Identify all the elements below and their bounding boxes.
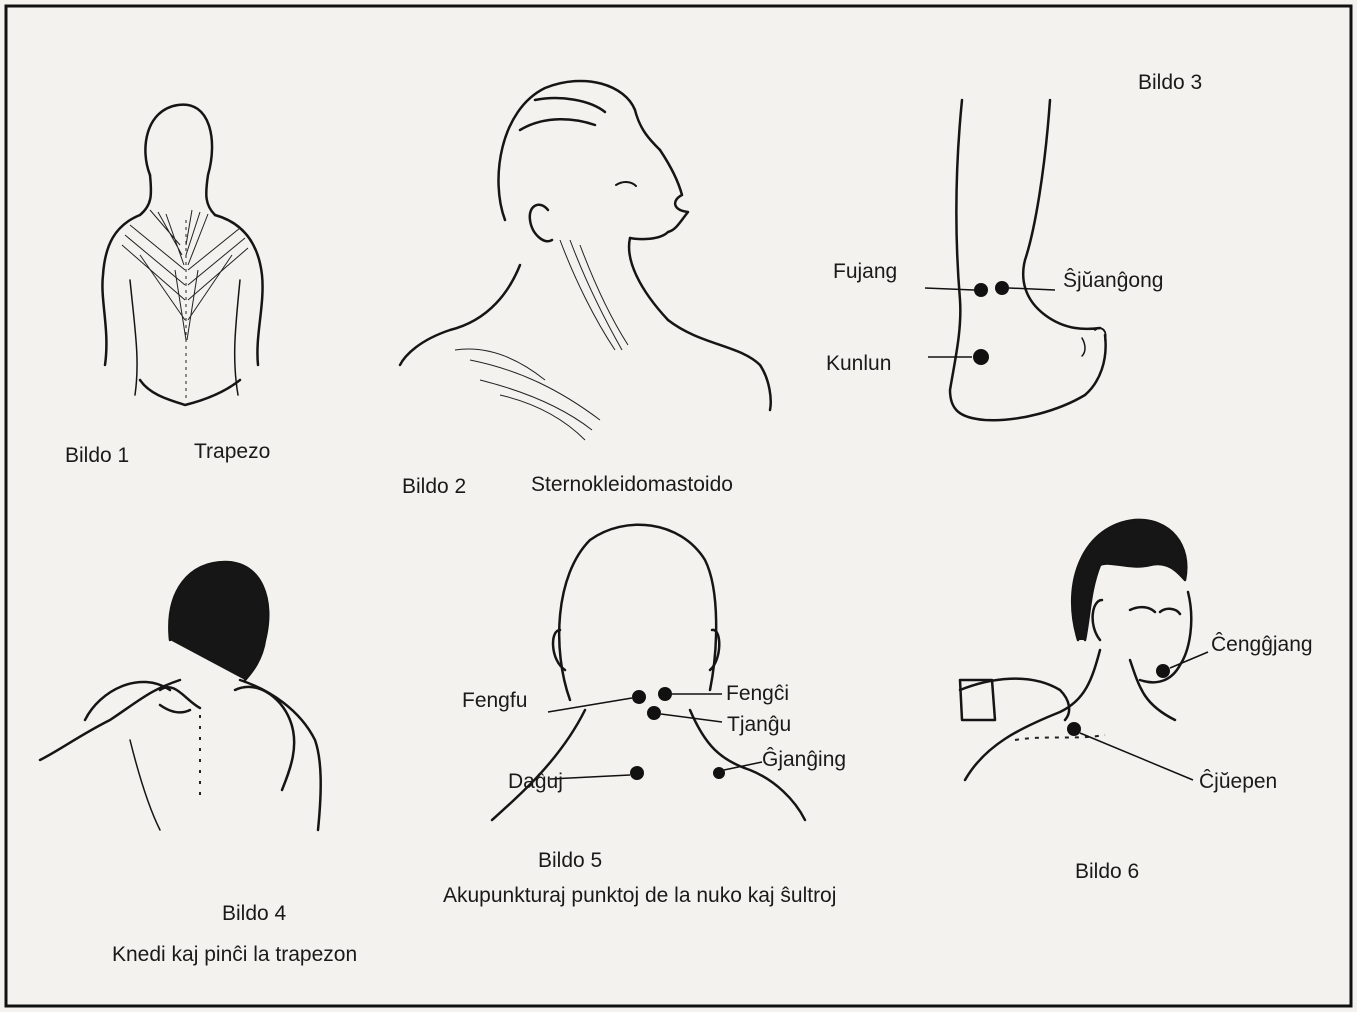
figure4-drawing xyxy=(40,562,321,830)
figure6-caption: Bildo 6 xyxy=(1075,861,1139,882)
figure2-title: Sternokleidomastoido xyxy=(531,474,733,495)
trapezius-muscle-shading xyxy=(122,210,248,400)
figure2-caption: Bildo 2 xyxy=(402,476,466,497)
fengfu-point xyxy=(632,690,646,704)
figure6-points xyxy=(1067,664,1170,736)
neck-muscle-shading xyxy=(455,240,628,440)
daguj-point xyxy=(630,766,644,780)
fujang-point xyxy=(974,283,988,297)
figure1-title: Trapezo xyxy=(194,441,270,462)
chjuepen-label: Ĉjŭepen xyxy=(1199,771,1277,792)
kunlun-label: Kunlun xyxy=(826,353,891,374)
fengci-point xyxy=(658,687,672,701)
figure5-points xyxy=(630,687,725,780)
chengjiang-label: Ĉengĝjang xyxy=(1211,634,1313,655)
sjuangong-label: Ŝjŭanĝong xyxy=(1063,270,1163,291)
figure1-caption: Bildo 1 xyxy=(65,445,129,466)
figure5-title: Akupunkturaj punktoj de la nuko kaj ŝult… xyxy=(443,885,836,906)
figure3-leg-drawing xyxy=(950,100,1106,420)
tjangu-point xyxy=(647,706,661,720)
gjanging-point xyxy=(713,767,725,779)
fengci-label: Fengĉi xyxy=(726,683,789,704)
figure4-title: Knedi kaj pinĉi la trapezon xyxy=(112,944,357,965)
kunlun-point xyxy=(973,349,989,365)
fujang-label: Fujang xyxy=(833,261,897,282)
sjuangong-point xyxy=(995,281,1009,295)
figure6-leader-lines xyxy=(1080,652,1208,780)
chengjiang-point xyxy=(1156,664,1170,678)
figure5-caption: Bildo 5 xyxy=(538,850,602,871)
figure2-head-drawing xyxy=(400,81,771,410)
page-border xyxy=(6,6,1351,1006)
fengfu-label: Fengfu xyxy=(462,690,527,711)
figure6-drawing xyxy=(960,520,1191,780)
figure3-leader-lines xyxy=(925,288,1055,357)
figure1-back-drawing xyxy=(102,105,262,405)
daguj-label: Daĝuj xyxy=(508,771,563,792)
gjanging-label: Ĝjanĝing xyxy=(762,749,846,770)
queue-pen-point xyxy=(1067,722,1081,736)
figure3-points xyxy=(973,281,1009,365)
figure3-caption: Bildo 3 xyxy=(1138,72,1202,93)
tjangu-label: Tjanĝu xyxy=(727,714,791,735)
figure4-caption: Bildo 4 xyxy=(222,903,286,924)
